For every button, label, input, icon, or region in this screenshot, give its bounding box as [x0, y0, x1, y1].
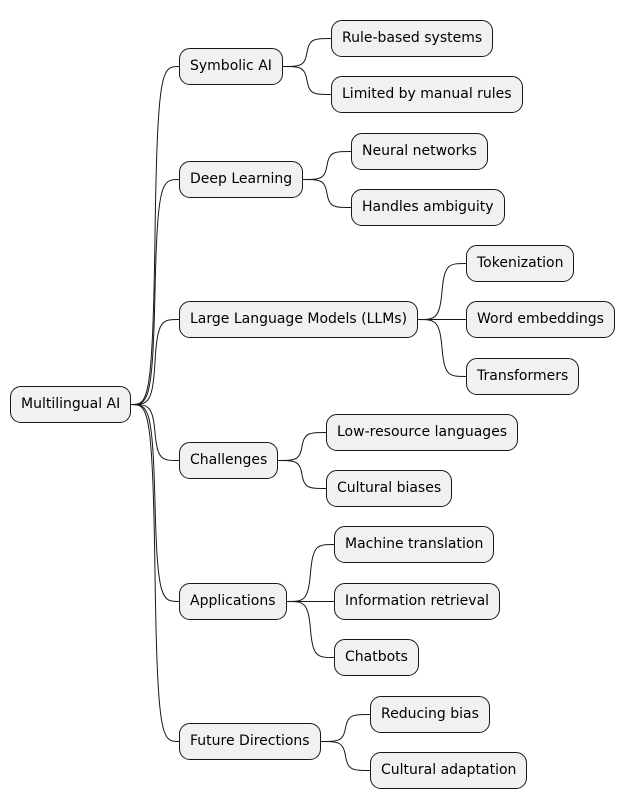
leaf-node-cultural-biases: Cultural biases — [326, 470, 453, 507]
leaf-node-rule-based-systems: Rule-based systems — [331, 20, 494, 57]
connector-branch-3-to-leaf-1 — [277, 460, 327, 489]
root-node: Multilingual AI — [10, 386, 132, 423]
connector-root-to-branch-3 — [130, 404, 180, 461]
connector-root-to-branch-4 — [130, 404, 180, 602]
branch-node-challenges: Challenges — [179, 442, 279, 479]
connector-branch-4-to-leaf-2 — [286, 601, 335, 658]
branch-node-large-language-models: Large Language Models (LLMs) — [179, 301, 419, 338]
branch-node-future-directions: Future Directions — [179, 723, 321, 760]
leaf-node-tokenization: Tokenization — [466, 245, 575, 282]
connector-root-to-branch-2 — [130, 319, 180, 405]
connector-root-to-branch-1 — [130, 179, 180, 405]
leaf-node-transformers: Transformers — [466, 358, 580, 395]
connector-branch-0-to-leaf-0 — [282, 38, 332, 67]
connector-branch-4-to-leaf-0 — [286, 544, 335, 602]
leaf-node-handles-ambiguity: Handles ambiguity — [351, 189, 505, 226]
leaf-node-low-resource-languages: Low-resource languages — [326, 414, 519, 451]
branch-node-deep-learning: Deep Learning — [179, 161, 304, 198]
connector-root-to-branch-0 — [130, 66, 180, 405]
connector-branch-0-to-leaf-1 — [282, 66, 332, 95]
connector-branch-5-to-leaf-0 — [320, 714, 371, 742]
connector-branch-2-to-leaf-2 — [417, 319, 467, 377]
connector-branch-1-to-leaf-0 — [302, 151, 352, 180]
connector-branch-1-to-leaf-1 — [302, 179, 352, 208]
branch-node-symbolic-ai: Symbolic AI — [179, 48, 283, 85]
leaf-node-machine-translation: Machine translation — [334, 526, 495, 563]
leaf-node-chatbots: Chatbots — [334, 639, 419, 676]
connector-branch-5-to-leaf-1 — [320, 741, 371, 771]
leaf-node-word-embeddings: Word embeddings — [466, 301, 615, 338]
connector-branch-3-to-leaf-0 — [277, 432, 327, 461]
leaf-node-neural-networks: Neural networks — [351, 133, 488, 170]
connector-root-to-branch-5 — [130, 404, 180, 742]
leaf-node-limited-by-manual-rules: Limited by manual rules — [331, 76, 523, 113]
connector-branch-2-to-leaf-0 — [417, 263, 467, 320]
branch-node-applications: Applications — [179, 583, 287, 620]
leaf-node-cultural-adaptation: Cultural adaptation — [370, 752, 528, 789]
leaf-node-information-retrieval: Information retrieval — [334, 583, 501, 620]
leaf-node-reducing-bias: Reducing bias — [370, 696, 490, 733]
